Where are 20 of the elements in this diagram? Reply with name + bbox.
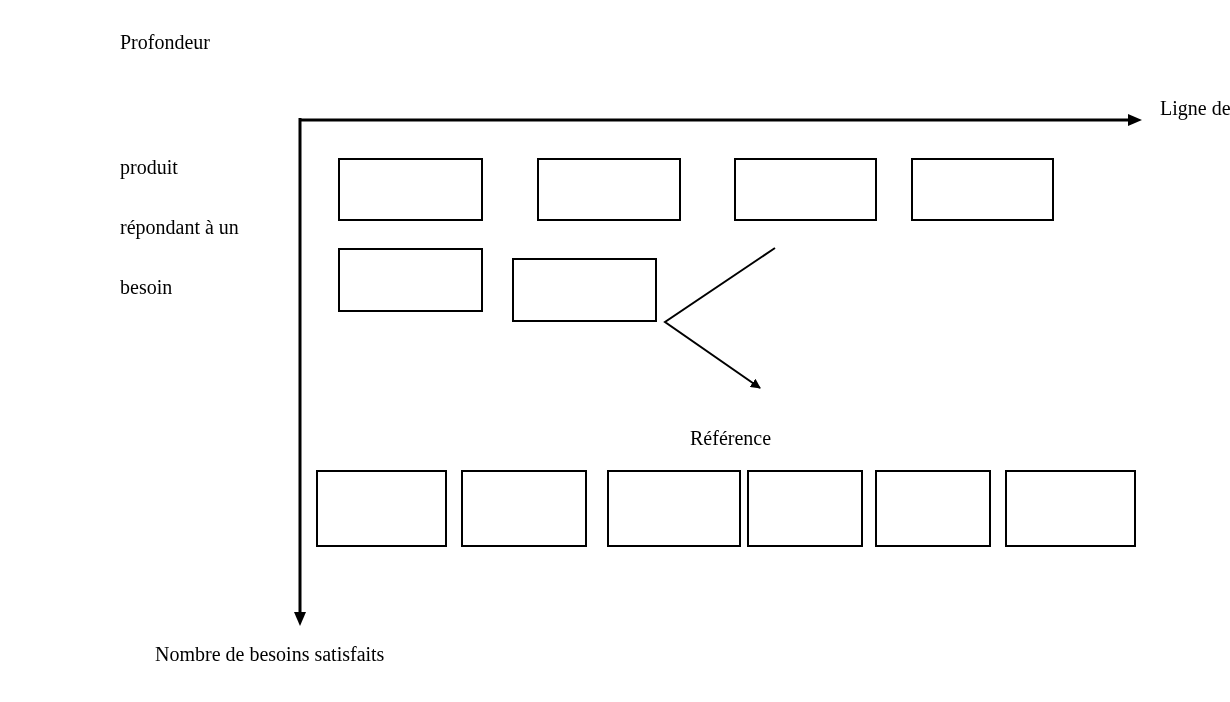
product-box: [1005, 470, 1136, 547]
product-box: [512, 258, 657, 322]
product-box: [338, 248, 483, 312]
product-box: [461, 470, 587, 547]
product-box: [734, 158, 877, 221]
axis-label: Ligne de: [1160, 96, 1230, 120]
product-box: [875, 470, 991, 547]
arrow: [663, 247, 776, 389]
axis-label: répondant à un: [120, 215, 239, 239]
reference-label: Référence: [690, 390, 772, 450]
axis-label: besoin: [120, 275, 173, 299]
axis-label: Nombre de besoins satisfaits: [155, 642, 385, 666]
product-box: [537, 158, 681, 221]
product-box: [316, 470, 447, 547]
axis-label: produit: [120, 155, 178, 179]
product-box: [607, 470, 741, 547]
product-box: [747, 470, 863, 547]
product-box: [911, 158, 1054, 221]
axis-label: Profondeur: [120, 30, 210, 54]
product-box: [338, 158, 483, 221]
